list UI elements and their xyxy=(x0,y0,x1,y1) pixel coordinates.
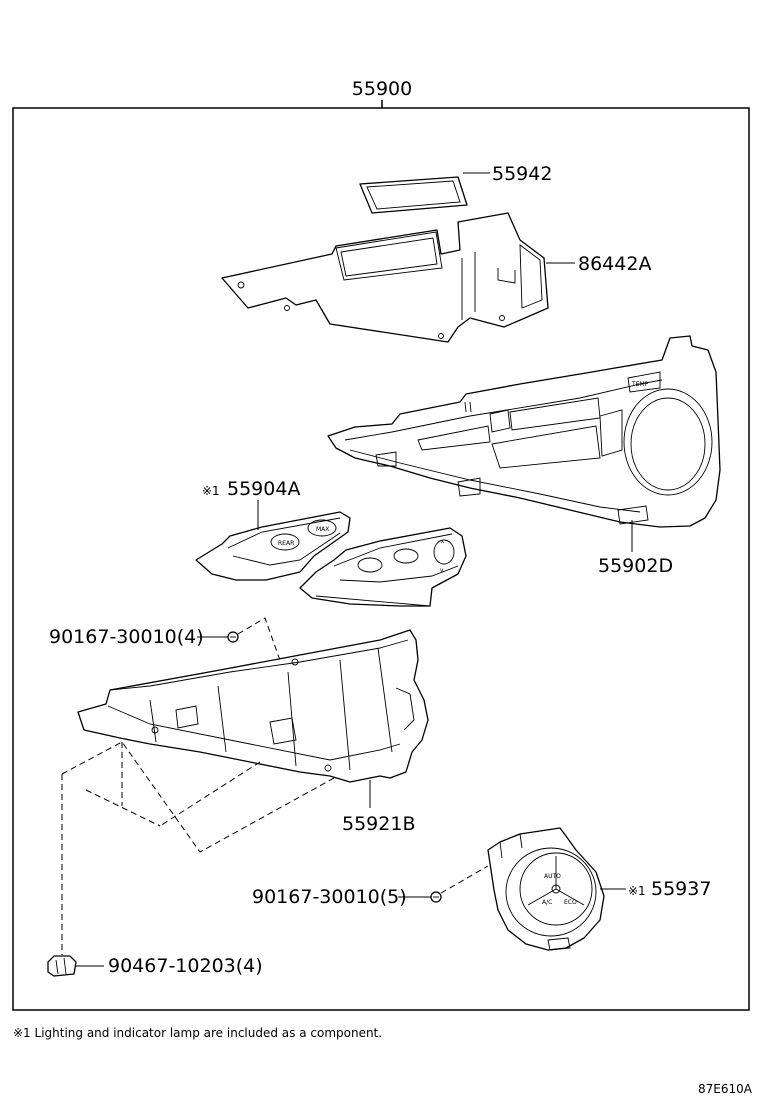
switch-mark-1: REAR xyxy=(278,540,294,547)
clip-icon[interactable] xyxy=(47,955,77,977)
switch-mark-4: v xyxy=(440,567,444,574)
switch-mark-auto: AUTO xyxy=(544,873,561,880)
part-label-55942[interactable]: 55942 xyxy=(492,163,552,185)
screw-upper-icon[interactable] xyxy=(227,631,239,643)
drawing-code: 87E610A xyxy=(698,1082,753,1096)
switch-mark-econ: ECO xyxy=(564,899,577,906)
screw-lower-guide xyxy=(440,865,489,894)
part-label-clip[interactable]: 90467-10203(4) xyxy=(108,955,263,977)
part-mark-55937: ※1 xyxy=(628,884,646,898)
part-55937-rotary-switch[interactable]: AUTO A/C ECO xyxy=(487,827,605,951)
screw-upper-guide xyxy=(237,617,283,667)
part-label-55921B[interactable]: 55921B xyxy=(342,813,415,835)
part-55902D-front-panel[interactable]: TEMP xyxy=(327,335,721,528)
part-label-55902D[interactable]: 55902D xyxy=(598,555,673,577)
clip-guide-4 xyxy=(159,761,261,827)
part-55942-lens[interactable] xyxy=(359,176,468,214)
panel-mark-text: TEMP xyxy=(631,381,649,388)
part-86442A-display[interactable] xyxy=(221,212,549,343)
part-label-55937[interactable]: 55937 xyxy=(651,878,711,900)
part-label-55904A[interactable]: 55904A xyxy=(227,478,300,500)
clip-guide-3 xyxy=(85,789,161,827)
part-label-screw-lower[interactable]: 90167-30010(5) xyxy=(252,886,407,908)
footnote: ※1 Lighting and indicator lamp are inclu… xyxy=(13,1026,382,1040)
assembly-frame xyxy=(12,107,750,1011)
part-55921B-bracket[interactable] xyxy=(77,629,429,783)
switch-mark-ac: A/C xyxy=(542,899,552,906)
part-label-screw-upper[interactable]: 90167-30010(4) xyxy=(49,626,204,648)
part-mark-55904A: ※1 xyxy=(202,484,220,498)
part-55904A-switch-assembly[interactable]: REAR MAX ^ v xyxy=(195,511,467,607)
assembly-number[interactable]: 55900 xyxy=(352,78,412,100)
screw-lower-icon[interactable] xyxy=(430,891,442,903)
switch-mark-3: ^ xyxy=(440,541,445,548)
switch-mark-2: MAX xyxy=(316,526,329,533)
part-label-86442A[interactable]: 86442A xyxy=(578,253,651,275)
clip-guide-outline xyxy=(61,741,335,853)
